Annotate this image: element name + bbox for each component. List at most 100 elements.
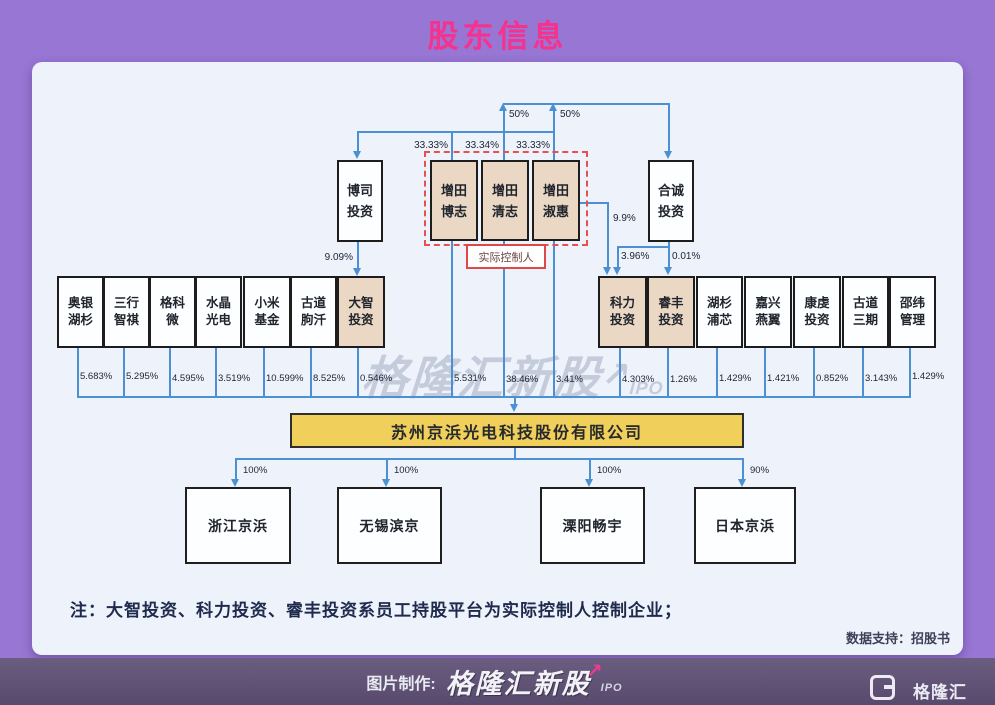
- pct-label: 3.41%: [556, 374, 583, 385]
- connector-line: [589, 460, 591, 479]
- connector-line: [553, 236, 555, 396]
- shareholder-box: 水晶光电: [195, 276, 242, 348]
- connector-line: [310, 344, 312, 396]
- connector-line: [386, 460, 388, 479]
- connector-line: [503, 236, 505, 396]
- connector-line: [451, 236, 453, 396]
- pct-label: 90%: [750, 465, 770, 476]
- box-label: 小米: [254, 296, 280, 310]
- gelonghui-g-icon: [870, 675, 895, 700]
- pct-label: 3.96%: [621, 251, 650, 262]
- pct-label: 10.599%: [266, 373, 304, 384]
- pct-label: 33.33%: [414, 140, 448, 151]
- gelonghui-logo-text: 格隆汇: [913, 683, 967, 702]
- pct-label: 3.519%: [218, 373, 251, 384]
- pct-label: 8.525%: [313, 373, 346, 384]
- connector-line: [451, 133, 453, 160]
- pct-label: 9.09%: [324, 252, 353, 263]
- arrowhead-down: [353, 268, 361, 276]
- box-label: 康虔: [804, 296, 830, 310]
- shareholder-box: 古道朐汘: [290, 276, 337, 348]
- box-label: 科力: [609, 296, 635, 310]
- box-label: 朐汘: [300, 313, 326, 327]
- pct-label: 0.546%: [360, 373, 393, 384]
- box-label: 三行: [113, 296, 139, 310]
- brand-sub-label: IPO: [600, 681, 623, 694]
- box-label: 湖杉: [706, 296, 732, 310]
- subsidiary-box: 浙江京浜: [185, 487, 291, 564]
- connector-line: [617, 246, 619, 267]
- connector-line: [617, 246, 670, 248]
- connector-line: [503, 110, 505, 160]
- box-label: 增田: [491, 182, 518, 198]
- connector-line: [619, 344, 621, 396]
- box-label: 水晶: [205, 296, 231, 310]
- box-label: 大智: [348, 296, 374, 310]
- pct-label: 100%: [597, 465, 622, 476]
- box-label: 投资: [346, 204, 373, 219]
- connector-line: [576, 202, 609, 204]
- connector-line: [862, 344, 864, 396]
- pct-label: 4.595%: [172, 373, 205, 384]
- connector-line: [123, 344, 125, 396]
- brand-arrow-icon: ↗: [586, 661, 603, 682]
- connector-line: [77, 344, 79, 396]
- pct-label: 1.26%: [670, 374, 697, 385]
- pct-label: 0.01%: [672, 251, 701, 262]
- subsidiary-box: 日本京浜: [694, 487, 796, 564]
- shareholder-box: 三行智祺: [103, 276, 150, 348]
- pct-label: 33.34%: [465, 140, 499, 151]
- pct-label: 50%: [509, 109, 530, 120]
- box-label: 投资: [609, 313, 635, 327]
- brand-logo-text: 格隆汇新股: [445, 669, 591, 699]
- box-masuda-shukei: 增田 淑惠: [532, 160, 580, 241]
- shareholder-box: 奥银湖杉: [57, 276, 104, 348]
- shareholder-box: 邵纬管理: [889, 276, 936, 348]
- box-label: 睿丰: [658, 296, 684, 310]
- box-label: 奥银: [67, 296, 93, 310]
- connector-line: [607, 202, 609, 267]
- pct-label: 1.429%: [912, 371, 945, 382]
- connector-line: [514, 396, 516, 405]
- footer-bar: 图片制作: 格隆汇新股 ↗ IPO: [0, 658, 995, 705]
- connector-line: [169, 344, 171, 396]
- arrowhead-up: [549, 103, 557, 111]
- connector-line: [813, 344, 815, 396]
- box-label: 燕翼: [755, 313, 781, 327]
- connector-line: [263, 344, 265, 396]
- company-box: 苏州京浜光电科技股份有限公司: [290, 413, 744, 448]
- box-label: 博志: [440, 203, 467, 219]
- page-title: 股东信息: [427, 19, 568, 54]
- shareholder-box-keli: 科力投资: [598, 276, 647, 348]
- box-label: 嘉兴: [755, 296, 781, 310]
- arrowhead-down: [353, 151, 361, 159]
- arrowhead-down: [510, 404, 518, 412]
- box-label: 基金: [254, 313, 280, 327]
- box-label: 古道: [852, 296, 878, 310]
- box-label: 博司: [346, 183, 373, 198]
- box-masuda-kiyoshi: 增田 清志: [481, 160, 529, 241]
- subsidiary-box: 无锡滨京: [337, 487, 442, 564]
- subsidiary-box: 溧阳畅宇: [540, 487, 645, 564]
- arrowhead-down: [664, 267, 672, 275]
- connector-line: [742, 460, 744, 479]
- pct-label: 9.9%: [613, 213, 636, 224]
- pct-label: 38.46%: [506, 374, 539, 385]
- shareholder-box: 嘉兴燕翼: [744, 276, 792, 348]
- box-label: 投资: [804, 313, 830, 327]
- connector-line: [716, 344, 718, 396]
- box-label: 湖杉: [67, 313, 93, 327]
- footnote: 注：大智投资、科力投资、睿丰投资系员工持股平台为实际控制人控制企业；: [70, 601, 682, 620]
- pct-label: 50%: [560, 109, 581, 120]
- box-label: 淑惠: [542, 203, 569, 219]
- connector-line: [668, 103, 670, 151]
- connector-line: [764, 344, 766, 396]
- box-boshi-investment: 博司 投资: [337, 160, 383, 242]
- connector-line: [357, 238, 359, 268]
- shareholder-box: 格科微: [149, 276, 196, 348]
- connector-line: [668, 238, 670, 267]
- pct-label: 3.143%: [865, 373, 898, 384]
- shareholder-box: 小米基金: [243, 276, 291, 348]
- box-label: 光电: [205, 313, 231, 327]
